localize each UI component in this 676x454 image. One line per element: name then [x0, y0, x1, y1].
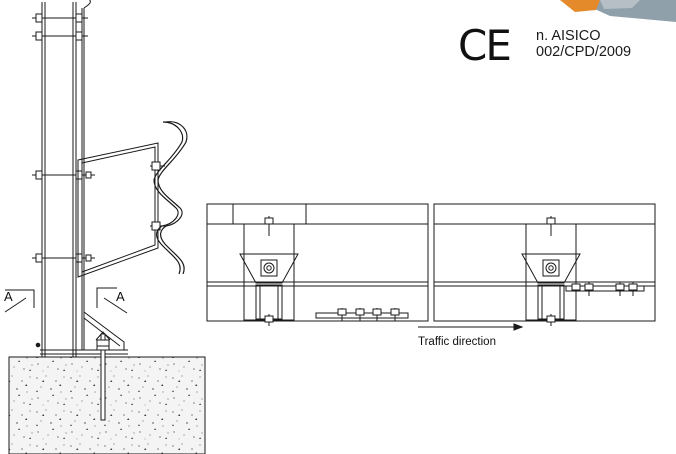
base-plate: [35, 311, 128, 355]
traffic-direction-label: Traffic direction: [418, 336, 496, 348]
elevation-panel-left: [206, 203, 429, 326]
section-marker-left: A: [4, 289, 13, 304]
certification-line-2: 002/CPD/2009: [536, 44, 632, 60]
concrete-foundation: [8, 356, 206, 454]
side-view: [4, 0, 206, 454]
post-bolts: [32, 13, 95, 263]
post: [41, 0, 91, 357]
anchor-bolt: [95, 331, 111, 421]
traffic-direction-arrow: [418, 323, 524, 331]
certification-text: n. AISICO 002/CPD/2009: [536, 28, 631, 60]
certification-line-1: n. AISICO: [536, 28, 601, 44]
elevation-panel-right: [433, 203, 656, 326]
photo-fragment: [560, 0, 676, 22]
ce-mark: CE: [458, 21, 512, 70]
section-marker-right: A: [116, 289, 125, 304]
section-markers: [4, 287, 128, 314]
elevation-view: [206, 203, 656, 331]
w-beam-profile: [153, 121, 188, 275]
